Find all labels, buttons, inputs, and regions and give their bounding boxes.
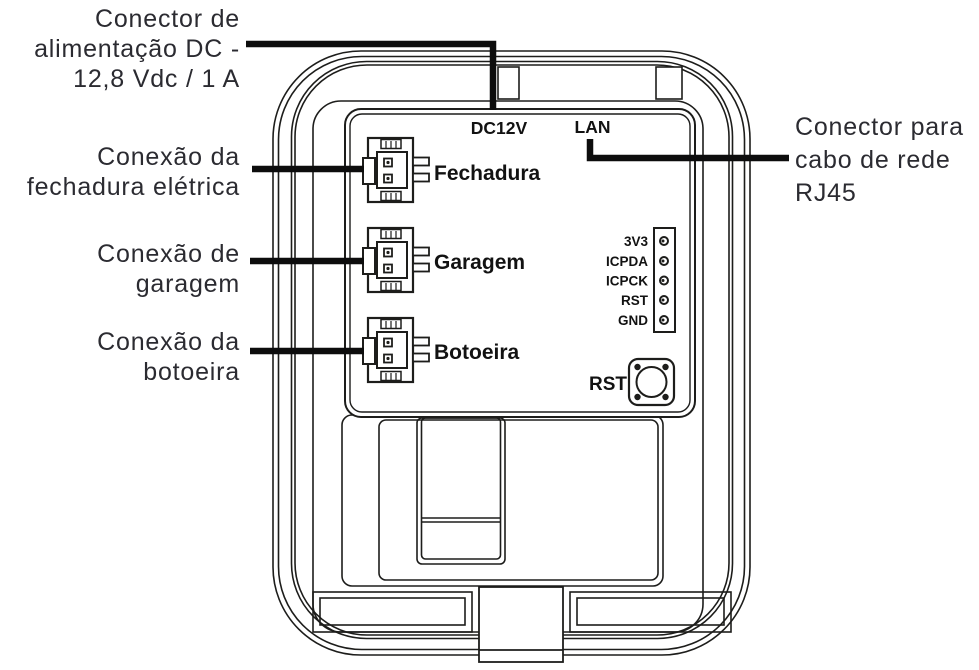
power-callout-line: Conector de bbox=[95, 5, 240, 33]
doorbell-callout-line: botoeira bbox=[143, 358, 240, 386]
lan-leader-line bbox=[586, 139, 789, 162]
power-leader-line bbox=[246, 40, 497, 110]
top-slot-left bbox=[497, 66, 520, 100]
lan-callout-line: RJ45 bbox=[795, 179, 857, 207]
pcb-panel bbox=[344, 108, 696, 418]
lan-callout: Conector para cabo de rede RJ45 bbox=[795, 111, 964, 210]
bottom-band-left bbox=[312, 591, 473, 633]
pin-label-icpck: ICPCK bbox=[606, 274, 648, 289]
garage-callout-line: Conexão de bbox=[97, 240, 240, 268]
cable-cavity-inner bbox=[378, 419, 659, 581]
lock-callout: Conexão da fechadura elétrica bbox=[27, 142, 240, 202]
lock-connector-label: Fechadura bbox=[434, 162, 541, 185]
power-callout-line: 12,8 Vdc / 1 A bbox=[73, 65, 240, 93]
power-callout: Conector de alimentação DC - 12,8 Vdc / … bbox=[34, 4, 240, 94]
reset-button-label: RST bbox=[589, 374, 627, 395]
pin-label-icpda: ICPDA bbox=[606, 254, 648, 269]
bottom-tab bbox=[478, 586, 564, 663]
reset-button-pins bbox=[634, 363, 669, 401]
reset-button: RST bbox=[589, 357, 676, 407]
cable-channel-outer bbox=[416, 417, 506, 565]
cable-cavity-outer bbox=[341, 414, 664, 587]
garage-callout-line: garagem bbox=[135, 270, 240, 298]
cable-channel-inner bbox=[420, 417, 502, 560]
pin-label-3v3: 3V3 bbox=[624, 234, 649, 249]
doorbell-connector-label: Botoeira bbox=[434, 341, 520, 364]
pin-label-rst: RST bbox=[621, 293, 649, 308]
top-slot-right bbox=[655, 66, 683, 100]
doorbell-callout-line: Conexão da bbox=[97, 328, 240, 356]
reset-button-cap bbox=[635, 366, 668, 398]
power-callout-line: alimentação DC - bbox=[34, 35, 240, 63]
lan-callout-line: cabo de rede bbox=[795, 146, 951, 174]
garage-callout: Conexão de garagem bbox=[97, 239, 240, 299]
pin-header-pin-dots bbox=[661, 239, 665, 322]
lock-callout-line: Conexão da bbox=[97, 143, 240, 171]
reset-button-body bbox=[627, 357, 676, 407]
power-port-label: DC12V bbox=[471, 118, 528, 138]
lock-callout-line: fechadura elétrica bbox=[26, 173, 240, 201]
bottom-band-right-inner bbox=[576, 597, 725, 626]
bottom-band-right bbox=[569, 591, 732, 633]
garage-connector-label: Garagem bbox=[434, 251, 525, 274]
bottom-band-left-inner bbox=[319, 597, 466, 626]
lan-callout-line: Conector para bbox=[795, 113, 964, 141]
doorbell-callout: Conexão da botoeira bbox=[97, 327, 240, 387]
pin-label-gnd: GND bbox=[618, 313, 648, 328]
lan-port-label: LAN bbox=[575, 117, 611, 137]
leader-lines bbox=[246, 40, 789, 355]
pin-header: 3V3 ICPDA ICPCK RST GND bbox=[606, 227, 676, 333]
pin-header-outline bbox=[653, 227, 676, 333]
